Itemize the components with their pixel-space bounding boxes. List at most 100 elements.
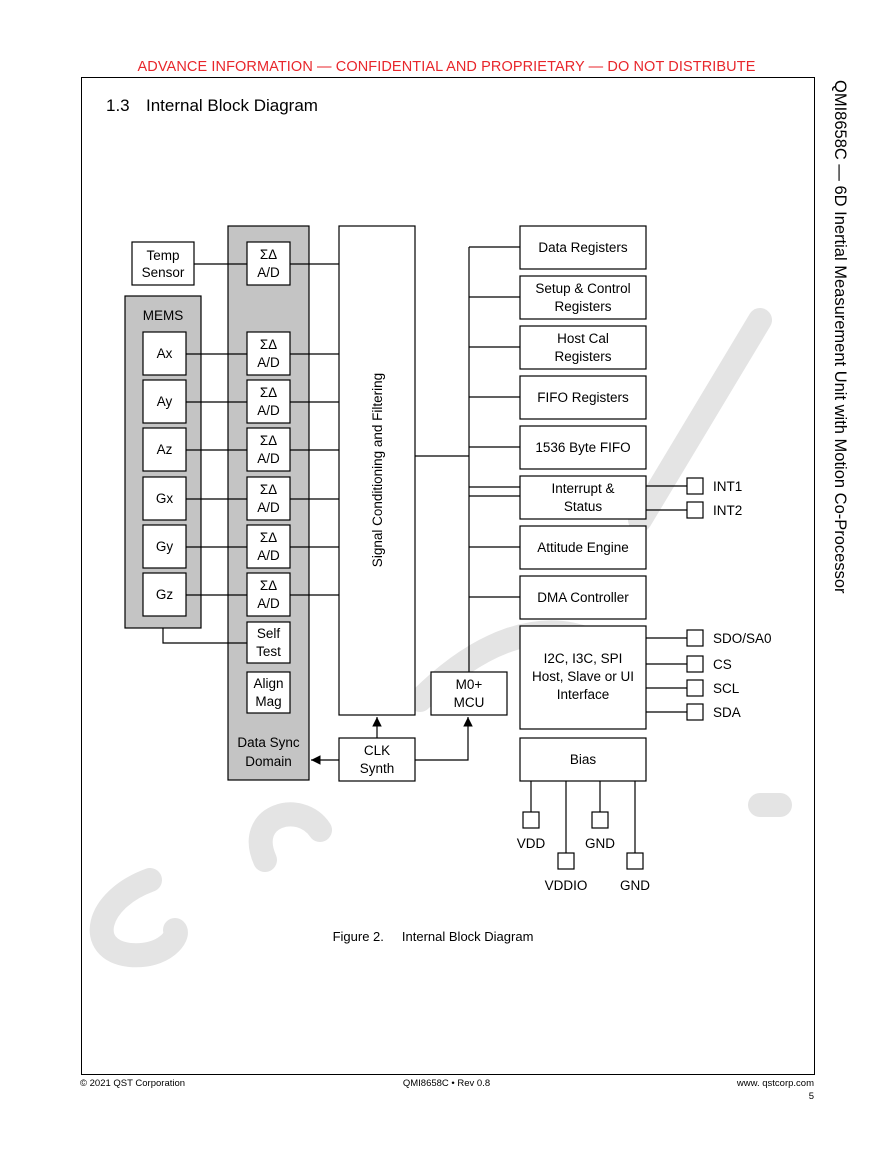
int-pin <box>686 501 704 519</box>
adc-label-2: A/D <box>257 265 280 280</box>
sigma-delta-adc <box>246 331 291 376</box>
power-pin <box>626 852 644 870</box>
right-block <box>519 475 647 520</box>
power-pin-label: VDD <box>517 836 546 851</box>
figure-title: Internal Block Diagram <box>401 929 534 944</box>
adc-label-1: ΣΔ <box>260 482 277 497</box>
sensor-ay <box>142 379 187 424</box>
temp-sensor-label-1: Temp <box>146 248 179 263</box>
temp-sensor-block <box>131 241 195 286</box>
interface-label-3: Interface <box>557 687 610 702</box>
interface-pin <box>686 655 704 673</box>
interface-pin <box>686 679 704 697</box>
align-mag-block <box>246 671 291 714</box>
host-interface-block <box>519 625 647 730</box>
footer-copyright: © 2021 QST Corporation <box>80 1078 186 1089</box>
right-block <box>519 375 647 420</box>
sensor-label: Gy <box>156 539 174 554</box>
right-block-label-1: Interrupt & <box>551 481 614 496</box>
interface-pin <box>686 629 704 647</box>
power-pin-label: VDDIO <box>545 878 588 893</box>
interface-pin-label: CS <box>713 657 732 672</box>
right-block <box>519 575 647 620</box>
interface-pin <box>686 703 704 721</box>
clk-synth-label-1: CLK <box>364 743 390 758</box>
sigma-delta-adc <box>246 476 291 521</box>
adc-label-2: A/D <box>257 451 280 466</box>
power-pin-label: GND <box>585 836 615 851</box>
right-block-label: FIFO Registers <box>537 390 629 405</box>
right-block-label: Attitude Engine <box>537 540 629 555</box>
right-block-label-2: Registers <box>554 349 611 364</box>
sensor-label: Gz <box>156 587 174 602</box>
align-mag-label-2: Mag <box>255 694 281 709</box>
adc-label-1: ΣΔ <box>260 337 277 352</box>
bias-block <box>519 737 647 782</box>
section-number: 1.3 <box>106 96 130 115</box>
adc-label-2: A/D <box>257 403 280 418</box>
power-pin <box>522 811 540 829</box>
page-frame <box>81 77 815 1075</box>
adc-label-1: ΣΔ <box>260 530 277 545</box>
sigma-delta-adc <box>246 572 291 617</box>
footer-doc: QMI8658C • Rev 0.8 <box>402 1078 491 1089</box>
bias-label: Bias <box>570 752 597 767</box>
right-block <box>519 325 647 370</box>
page-number: 5 <box>808 1091 814 1102</box>
adc-label-1: ΣΔ <box>260 433 277 448</box>
sensor-gz <box>142 572 187 617</box>
right-block-label-2: Registers <box>554 299 611 314</box>
figure-caption: Figure 2. Internal Block Diagram <box>0 929 866 944</box>
adc-label-1: ΣΔ <box>260 385 277 400</box>
sensor-label: Gx <box>156 491 174 506</box>
right-block <box>519 425 647 470</box>
interface-pin-label: SDO/SA0 <box>713 631 772 646</box>
adc-label-1: ΣΔ <box>260 247 277 262</box>
interface-pin-label: SCL <box>713 681 740 696</box>
right-block-label-1: Setup & Control <box>535 281 630 296</box>
adc-label-2: A/D <box>257 355 280 370</box>
adc-label-1: ΣΔ <box>260 578 277 593</box>
adc-label-2: A/D <box>257 548 280 563</box>
sigma-delta-adc <box>246 379 291 424</box>
mcu-label-2: MCU <box>454 695 485 710</box>
confidential-banner: ADVANCE INFORMATION — CONFIDENTIAL AND P… <box>137 59 756 75</box>
right-block <box>519 275 647 320</box>
self-test-block <box>246 621 291 664</box>
figure-number: Figure 2. <box>332 929 384 944</box>
power-pin-label: GND <box>620 878 650 893</box>
int-pin-label: INT1 <box>713 479 742 494</box>
interface-pin-label: SDA <box>713 705 741 720</box>
adc-label-2: A/D <box>257 596 280 611</box>
sensor-gx <box>142 476 187 521</box>
data-sync-label-2: Domain <box>245 754 292 769</box>
mcu-label-1: M0+ <box>456 677 483 692</box>
clk-synth-block <box>338 737 416 782</box>
data-sync-label-1: Data Sync <box>237 735 300 750</box>
right-block-label: DMA Controller <box>537 590 629 605</box>
signal-conditioning-block <box>338 225 416 716</box>
clk-synth-label-2: Synth <box>360 761 395 776</box>
mems-label: MEMS <box>143 308 184 323</box>
int-pin <box>686 477 704 495</box>
right-block-label-1: Host Cal <box>557 331 609 346</box>
interface-label-1: I2C, I3C, SPI <box>544 651 623 666</box>
self-test-label-2: Test <box>256 644 281 659</box>
power-pin <box>557 852 575 870</box>
section-title: Internal Block Diagram <box>146 96 318 115</box>
section-heading: 1.3 Internal Block Diagram <box>106 96 318 116</box>
footer-url[interactable]: www. qstcorp.com <box>736 1078 814 1089</box>
interface-label-2: Host, Slave or UI <box>532 669 634 684</box>
sigma-delta-adc <box>246 524 291 569</box>
sensor-label: Ax <box>157 346 173 361</box>
align-mag-label-1: Align <box>253 676 283 691</box>
right-block-label-2: Status <box>564 499 603 514</box>
self-test-label-1: Self <box>257 626 281 641</box>
int-pin-label: INT2 <box>713 503 742 518</box>
right-block <box>519 525 647 570</box>
sensor-label: Ay <box>157 394 173 409</box>
power-pin <box>591 811 609 829</box>
sensor-ax <box>142 331 187 376</box>
signal-conditioning-label: Signal Conditioning and Filtering <box>370 373 385 567</box>
